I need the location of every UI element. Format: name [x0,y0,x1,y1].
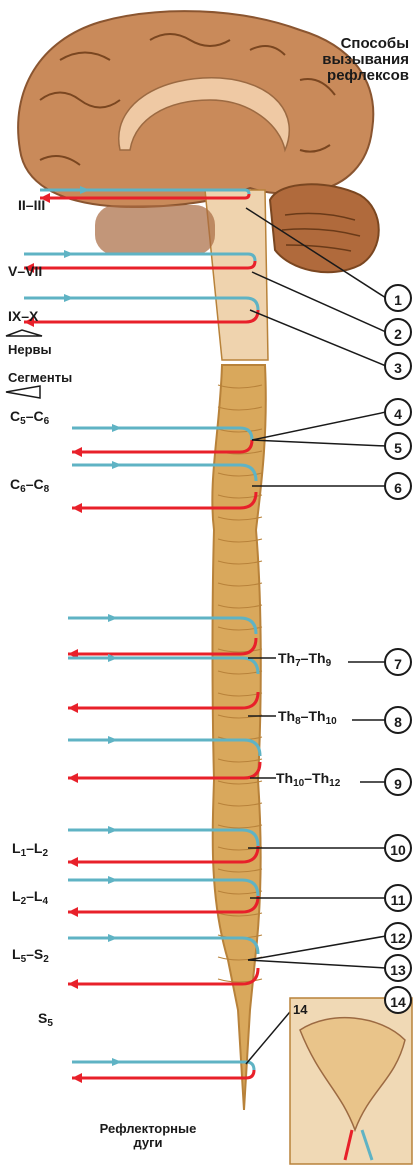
title-line: вызывания [322,52,409,68]
efferent-arrow-icon [68,703,78,713]
segment-label: C5–C6 [10,408,49,427]
title-line: Способы [322,36,409,52]
afferent-arrow-icon [112,424,122,432]
leader-line [248,960,386,968]
segment-label: Th7–Th9 [278,650,331,669]
nerves-arrow-icon [6,330,42,336]
afferent-arrow-icon [108,736,118,744]
number-marker: 1 [384,284,412,312]
afferent-arrow-icon [108,876,118,884]
legend-nerves: Нервы [8,342,52,357]
efferent-arrow-icon [72,503,82,513]
title-line: рефлексов [322,68,409,84]
cranial-nerve-label: IX–X [8,308,38,324]
efferent-arrow-icon [68,773,78,783]
number-marker: 4 [384,398,412,426]
afferent-path [72,1062,254,1070]
segments-arrow-icon [6,386,40,398]
cranial-nerve-label: II–III [18,197,45,213]
leader-line [252,412,386,440]
efferent-arrow-icon [72,447,82,457]
number-marker: 3 [384,352,412,380]
afferent-arrow-icon [108,826,118,834]
segment-label: C6–C8 [10,476,49,495]
efferent-arrow-icon [72,1073,82,1083]
number-marker: 2 [384,318,412,346]
number-marker: 10 [384,834,412,862]
segment-label: S5 [38,1010,53,1029]
segment-label: L2–L4 [12,888,48,907]
leader-line [248,936,386,960]
segment-label: L1–L2 [12,840,48,859]
afferent-arrow-icon [64,250,74,258]
efferent-arrow-icon [68,857,78,867]
footer-caption: Рефлекторные дуги [78,1122,218,1151]
number-marker: 6 [384,472,412,500]
inset-label: 14 [293,1002,307,1017]
legend-segments: Сегменты [8,370,72,385]
segment-label: L5–S2 [12,946,49,965]
lower-brain-base [95,205,215,255]
afferent-arrow-icon [64,294,74,302]
number-marker: 14 [384,986,412,1014]
leader-line [252,272,386,332]
diagram-title: Способы вызывания рефлексов [322,36,409,83]
afferent-arrow-icon [108,614,118,622]
afferent-arrow-icon [112,461,122,469]
afferent-arrow-icon [108,934,118,942]
cranial-nerve-label: V–VII [8,263,42,279]
number-marker: 5 [384,432,412,460]
number-marker: 13 [384,954,412,982]
efferent-arrow-icon [68,907,78,917]
efferent-arrow-icon [68,979,78,989]
number-marker: 8 [384,706,412,734]
leader-line [252,440,386,446]
afferent-arrow-icon [112,1058,122,1066]
number-marker: 9 [384,768,412,796]
number-marker: 12 [384,922,412,950]
efferent-path [72,1070,254,1078]
leader-line [250,310,386,366]
number-marker: 11 [384,884,412,912]
footer-line: дуги [78,1136,218,1150]
segment-label: Th8–Th10 [278,708,337,727]
brain-cortex [18,11,373,207]
segment-label: Th10–Th12 [276,770,340,789]
footer-line: Рефлекторные [78,1122,218,1136]
number-marker: 7 [384,648,412,676]
